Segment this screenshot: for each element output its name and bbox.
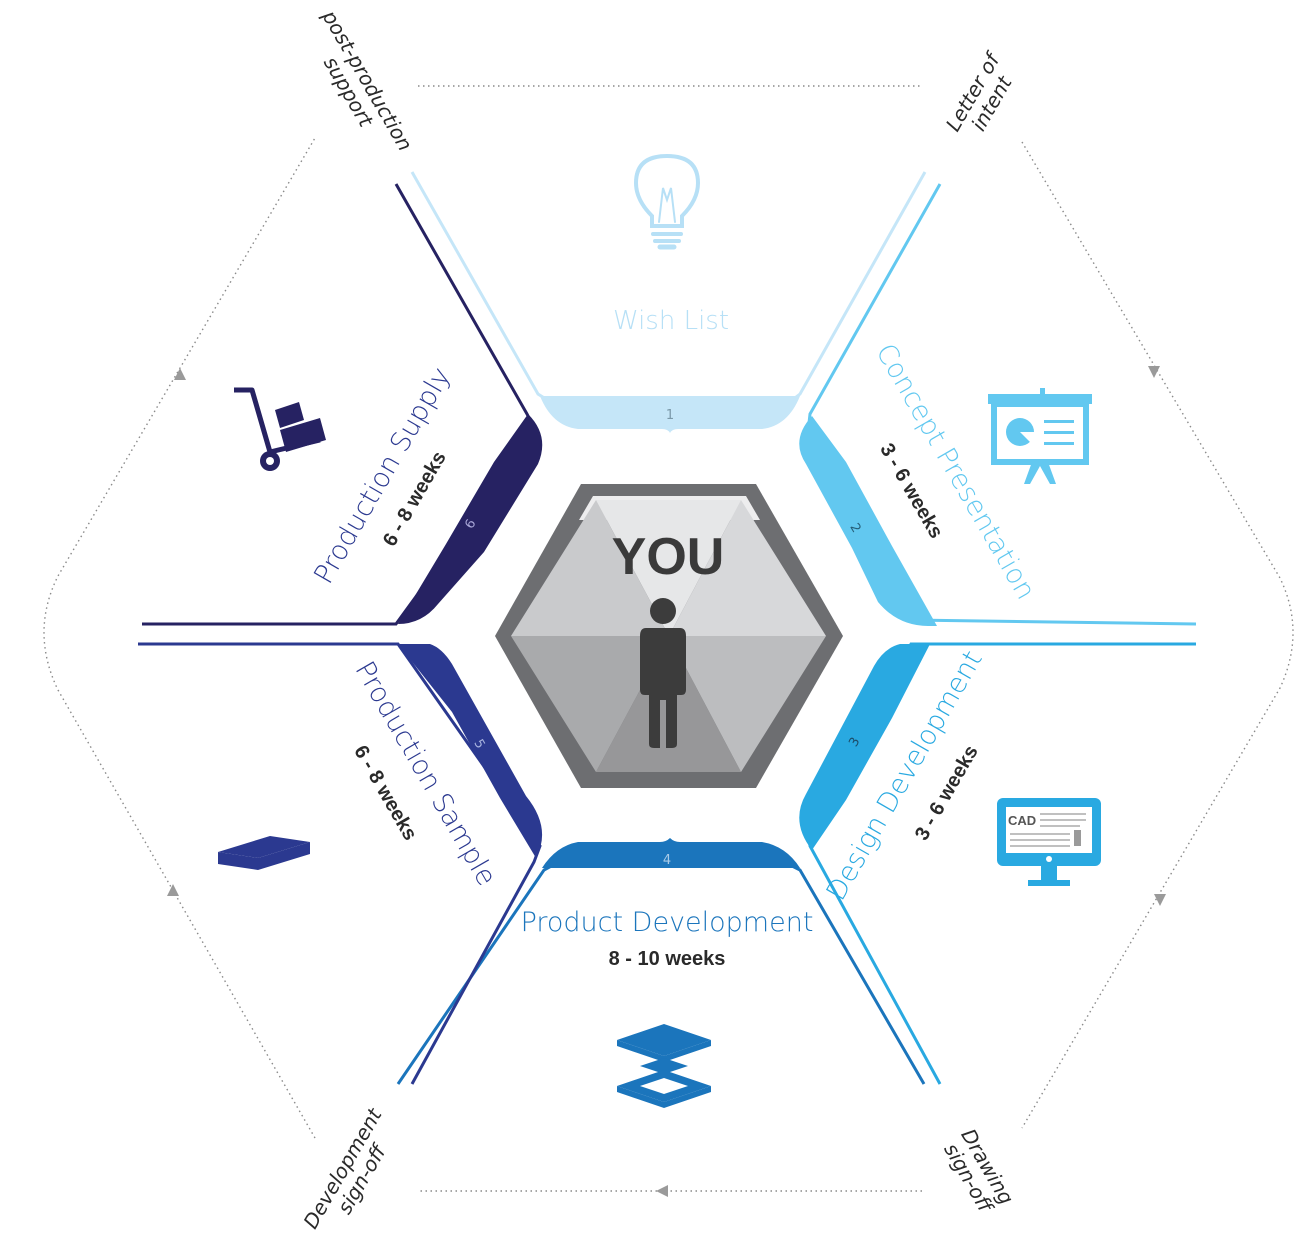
milestone-drawing-sign-off: Drawing sign-off [939, 1124, 1018, 1218]
arrow-left-lower [167, 884, 179, 896]
segment-4-title: Product Development [521, 907, 814, 938]
guide-right [1021, 141, 1294, 1129]
segment-4-number: 4 [663, 853, 671, 868]
segment-4-duration: 8 - 10 weeks [609, 948, 726, 970]
center-hexagon: YOU [495, 484, 843, 788]
arrow-left-upper [174, 368, 186, 380]
milestone-letter-of-intent: Letter of intent [941, 47, 1017, 135]
arrow-right-upper [1148, 366, 1160, 378]
hand-truck-icon [234, 387, 326, 471]
segment-1-tab[interactable] [540, 396, 800, 433]
lightbulb-icon [633, 153, 701, 250]
milestone-development-sign-off: Development sign-off [298, 1103, 392, 1233]
segment-1-number: 1 [666, 408, 674, 423]
segment-4-tab[interactable] [542, 838, 800, 868]
guide-arrows [167, 366, 1166, 1197]
person-icon [640, 598, 686, 748]
arrow-right-lower [1154, 894, 1166, 906]
segment-6-tab[interactable] [398, 414, 543, 624]
segment-5-tab[interactable] [398, 644, 543, 858]
flat-box-icon [218, 836, 310, 870]
segment-1-rail [410, 171, 927, 413]
presentation-board-icon [988, 388, 1092, 484]
milestone-post-production-support: post-production support [317, 5, 417, 155]
segment-3-tab[interactable] [799, 644, 930, 850]
cad-monitor-icon: CAD [997, 798, 1101, 886]
segment-1-title: Wish List [613, 306, 729, 336]
arrow-bottom [656, 1185, 668, 1197]
stacked-boxes-icon [617, 1024, 711, 1108]
center-label: YOU [612, 528, 725, 586]
outer-cycle-guide [43, 85, 1294, 1192]
segment-2-tab[interactable] [799, 416, 937, 626]
cad-label: CAD [1008, 813, 1036, 828]
guide-left [43, 137, 316, 1139]
